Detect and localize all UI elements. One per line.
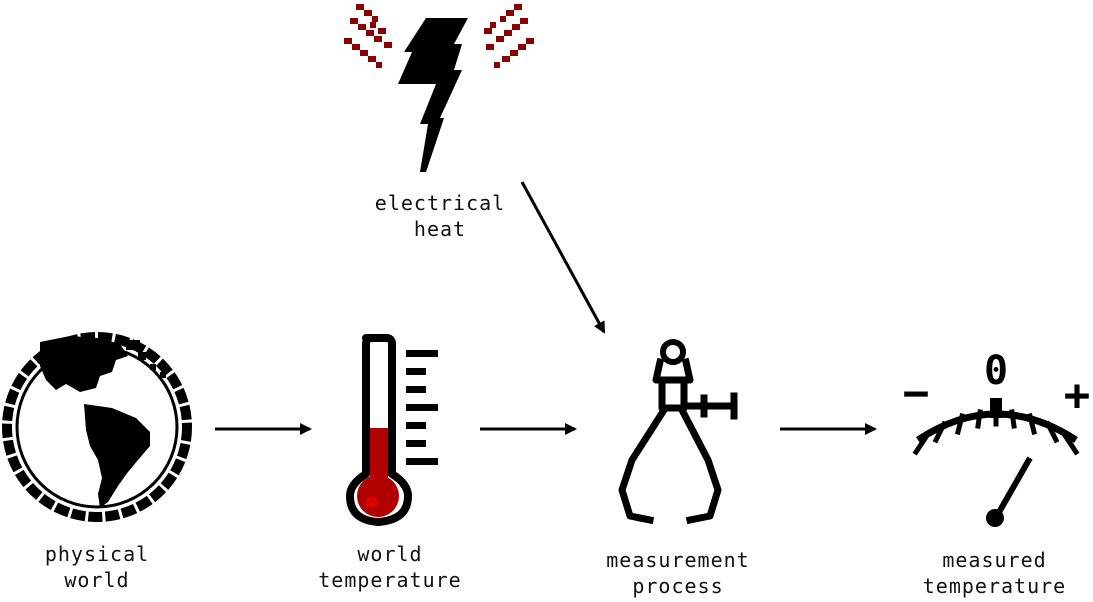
arrow-heat-to-measurement	[520, 181, 606, 334]
thermometer-scale-ticks	[406, 350, 438, 465]
lightning-bolt-icon	[398, 18, 468, 172]
physical-world-label: physical world	[0, 541, 194, 593]
heat-waves-right-icon	[484, 4, 534, 68]
globe-icon	[2, 332, 192, 522]
measured-temperature-label: measured temperature	[896, 547, 1093, 599]
world-temperature-label: world temperature	[290, 541, 490, 593]
thermometer-icon	[346, 334, 438, 526]
physical-world-line1: physical	[44, 542, 150, 566]
gauge-zero-label: 0	[984, 348, 1008, 394]
gauge-needle	[995, 456, 1033, 516]
measurement-process-label: measurement process	[578, 547, 778, 599]
measured-temperature-line1: measured	[942, 548, 1047, 572]
electrical-heat-line2: heat	[413, 217, 467, 241]
world-temperature-line2: temperature	[318, 568, 462, 592]
gauge-ticks	[912, 407, 1080, 456]
arrows	[215, 181, 877, 435]
measured-temperature-line2: temperature	[922, 574, 1067, 598]
electrical-heat-line1: electrical	[374, 191, 506, 215]
heat-waves-left-icon	[344, 4, 392, 68]
gauge-icon: 0 − +	[903, 348, 1091, 527]
world-temperature-line1: world	[357, 542, 423, 566]
measurement-process-line1: measurement	[606, 548, 750, 572]
caliper-icon	[618, 339, 738, 525]
physical-world-line2: world	[64, 568, 130, 592]
electrical-heat-label: electrical heat	[340, 190, 540, 242]
gauge-minus-label: −	[903, 368, 930, 419]
measurement-process-line2: process	[632, 574, 724, 598]
gauge-plus-label: +	[1064, 370, 1091, 421]
